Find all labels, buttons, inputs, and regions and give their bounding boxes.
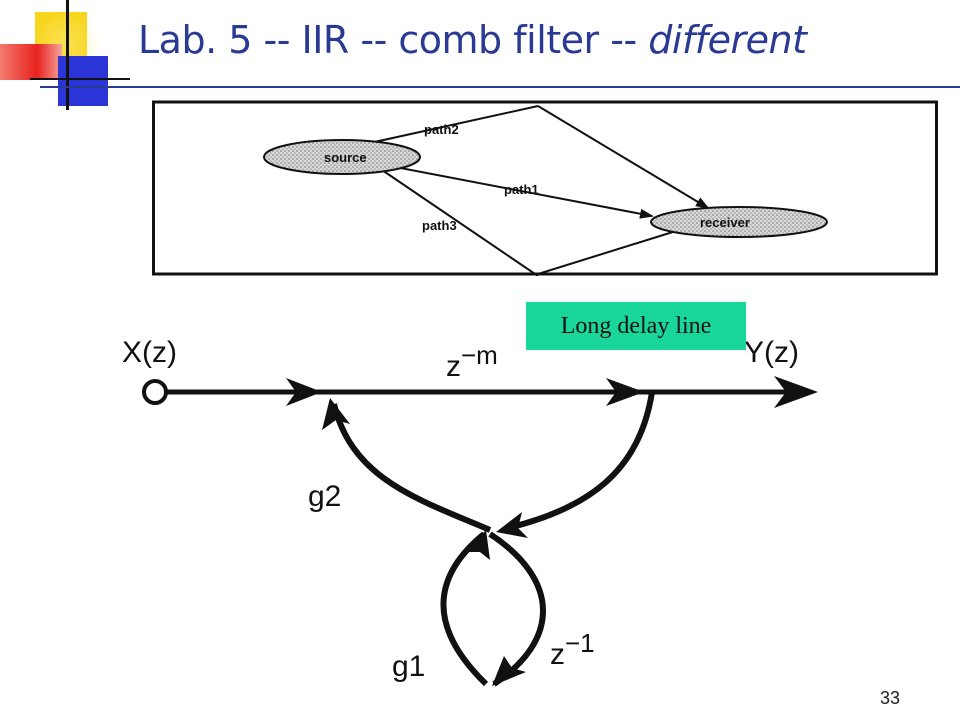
unit-delay-label: z−1 — [550, 628, 595, 671]
deco-horizontal-line — [30, 78, 130, 80]
output-label: Y(z) — [744, 336, 799, 369]
g1-label: g1 — [392, 650, 425, 683]
slide-title: Lab. 5 -- IIR -- comb filter -- differen… — [138, 18, 807, 62]
path1-line — [389, 165, 654, 219]
main-arrow-1 — [286, 378, 322, 406]
output-arrow — [774, 376, 818, 408]
source-label: source — [324, 150, 367, 165]
main-delay-base: z — [446, 350, 461, 383]
title-main-text: Lab. 5 -- IIR -- comb filter -- — [138, 18, 649, 62]
multipath-frame — [152, 100, 938, 276]
unit-delay-base: z — [550, 638, 565, 671]
g2-label: g2 — [308, 480, 341, 513]
feedback-left-curve — [331, 403, 492, 533]
long-delay-line-callout: Long delay line — [526, 302, 746, 350]
feedback-right-curve — [507, 391, 655, 531]
unit-delay-exponent: −1 — [565, 628, 595, 658]
receiver-label: receiver — [700, 215, 750, 230]
comb-filter-diagram: X(z) Y(z) z−m g2 g1 z−1 — [122, 336, 818, 687]
source-node — [263, 139, 421, 175]
loop-right-curve — [488, 531, 546, 687]
path1-label: path1 — [504, 182, 539, 197]
loop-left-arrow — [464, 530, 490, 560]
loop-right-arrow — [492, 656, 526, 686]
deco-red-square — [0, 44, 62, 80]
path3-line-a — [381, 169, 539, 276]
feedback-left-arrow — [322, 398, 350, 430]
path3-line-b — [537, 224, 694, 275]
page-number: 33 — [880, 688, 901, 708]
input-node-circle — [142, 379, 168, 405]
multipath-diagram: source receiver path2 path1 path3 — [152, 100, 938, 276]
input-label: X(z) — [122, 336, 177, 369]
path2-label: path2 — [424, 122, 459, 137]
main-delay-exponent: −m — [461, 340, 498, 370]
main-arrow-2 — [606, 378, 644, 406]
title-underline — [40, 86, 960, 88]
path3-label: path3 — [422, 218, 457, 233]
feedback-right-arrow — [496, 512, 528, 538]
receiver-node — [650, 206, 828, 238]
deco-vertical-line — [66, 0, 69, 110]
main-delay-label: z−m — [446, 340, 498, 383]
path2-line-b — [537, 105, 710, 210]
title-italic-text: different — [648, 18, 807, 62]
loop-left-curve — [440, 531, 489, 687]
